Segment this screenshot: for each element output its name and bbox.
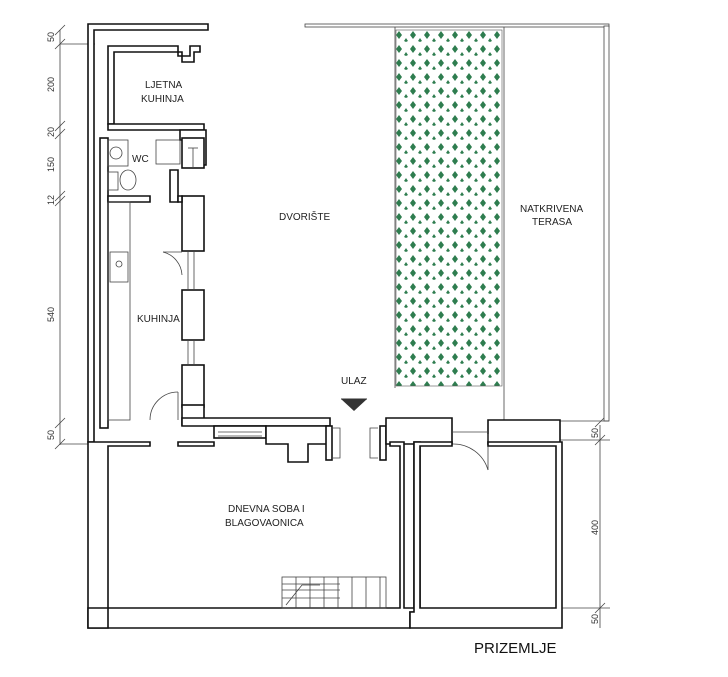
dim-right-0: 50 bbox=[590, 428, 600, 438]
entrance-marker bbox=[341, 398, 367, 411]
terrace-canopy bbox=[304, 23, 610, 422]
dim-left-6: 50 bbox=[46, 430, 56, 440]
hedge-planting bbox=[395, 29, 503, 387]
label-natkrivena: NATKRIVENA bbox=[520, 204, 583, 215]
dim-left-2: 20 bbox=[46, 127, 56, 137]
label-kuhinja: KUHINJA bbox=[137, 314, 180, 325]
dim-right-1: 400 bbox=[590, 520, 600, 535]
staircase bbox=[281, 576, 387, 609]
dim-left-0: 50 bbox=[46, 32, 56, 42]
left-dimension-chain: 50 200 20 150 12 540 50 bbox=[46, 24, 95, 450]
label-ulaz: ULAZ bbox=[341, 376, 367, 387]
dim-left-5: 540 bbox=[46, 307, 56, 322]
label-dnevna: DNEVNA SOBA I bbox=[228, 504, 305, 515]
south-block-walls bbox=[87, 441, 563, 629]
dim-right-2: 50 bbox=[590, 614, 600, 624]
right-dimension-chain: 50 400 50 bbox=[560, 416, 610, 628]
dim-left-3: 150 bbox=[46, 157, 56, 172]
plan-title: PRIZEMLJE bbox=[474, 640, 557, 657]
dim-left-1: 200 bbox=[46, 77, 56, 92]
north-wing-walls bbox=[87, 23, 209, 443]
label-ljetna: LJETNA bbox=[145, 80, 183, 91]
label-ljetna-kuhinja: KUHINJA bbox=[141, 94, 184, 105]
label-blagovaonica: BLAGOVAONICA bbox=[225, 518, 304, 529]
label-wc: WC bbox=[132, 154, 149, 165]
label-dvoriste: DVORIŠTE bbox=[279, 210, 330, 223]
dim-left-4: 12 bbox=[46, 195, 56, 205]
label-terasa: TERASA bbox=[532, 217, 572, 228]
